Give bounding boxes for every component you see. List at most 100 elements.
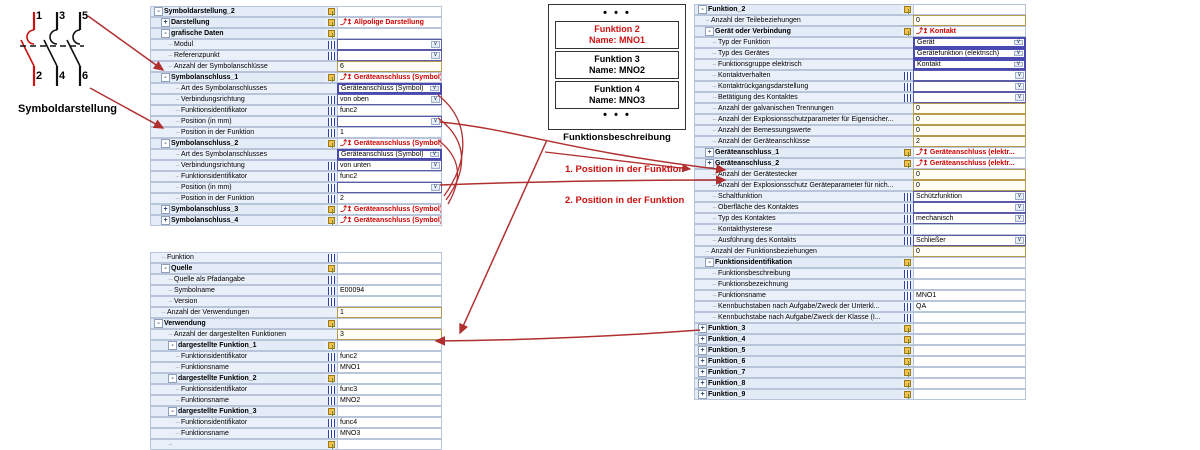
function-item-4[interactable]: Funktion 4 Name: MNO3 [555, 81, 679, 109]
multilingual-text-icon[interactable] [327, 161, 335, 170]
tree-row[interactable]: -dargestellte Funktion_2 [150, 373, 442, 384]
multilingual-text-icon[interactable] [903, 82, 911, 91]
tree-row[interactable]: – [150, 439, 442, 450]
chevron-down-icon[interactable]: ∨ [431, 184, 440, 191]
tree-row[interactable]: –Funktionsbezeichnung [694, 279, 1026, 290]
chevron-down-icon[interactable]: ∨ [1015, 204, 1024, 211]
expand-icon[interactable]: + [698, 390, 707, 399]
tree-row-value-cell[interactable]: 0 [913, 169, 1026, 180]
tree-row[interactable]: +Darstellung⤴↥Allpolige Darstellung [150, 17, 442, 28]
tree-row-value-cell[interactable]: ∨ [913, 92, 1026, 103]
multilingual-text-icon[interactable] [903, 313, 911, 322]
multilingual-text-icon[interactable] [327, 385, 335, 394]
expand-icon[interactable]: + [705, 159, 714, 168]
expand-icon[interactable]: + [698, 324, 707, 333]
tree-row[interactable]: –Referenzpunkt∨ [150, 50, 442, 61]
collapse-icon[interactable]: - [705, 27, 714, 36]
tree-row-value-cell[interactable]: func4 [337, 417, 442, 428]
multilingual-text-icon[interactable] [327, 275, 335, 284]
tree-row-value-cell[interactable]: 0 [913, 180, 1026, 191]
tree-row-value-cell[interactable] [913, 268, 1026, 279]
tree-row[interactable]: -Quelle [150, 263, 442, 274]
chevron-down-icon[interactable]: ∨ [431, 118, 440, 125]
tree-row[interactable]: +Funktion_6 [694, 356, 1026, 367]
tree-row-value-cell[interactable]: 3 [337, 329, 442, 340]
tree-row[interactable]: -Symboldarstellung_2 [150, 6, 442, 17]
tree-row-value-cell[interactable]: Geräteanschluss (Symbol)∨ [337, 149, 442, 160]
expand-icon[interactable]: + [161, 205, 170, 214]
collapse-icon[interactable]: - [168, 341, 177, 350]
tree-row-value-cell[interactable]: mechanisch∨ [913, 213, 1026, 224]
multilingual-text-icon[interactable] [327, 183, 335, 192]
collapse-icon[interactable]: - [705, 258, 714, 267]
tree-row-value-cell[interactable]: 1 [337, 127, 442, 138]
tree-row[interactable]: +Funktion_3 [694, 323, 1026, 334]
chevron-down-icon[interactable]: ∨ [431, 96, 440, 103]
collapse-icon[interactable]: - [168, 407, 177, 416]
multilingual-text-icon[interactable] [903, 203, 911, 212]
tree-row-value-cell[interactable]: 0 [913, 246, 1026, 257]
tree-row[interactable]: +Funktion_4 [694, 334, 1026, 345]
expand-icon[interactable]: + [705, 148, 714, 157]
tree-row-value-cell[interactable]: 2 [913, 136, 1026, 147]
multilingual-text-icon[interactable] [327, 253, 335, 262]
collapse-icon[interactable]: - [154, 319, 163, 328]
multilingual-text-icon[interactable] [327, 51, 335, 60]
chevron-down-icon[interactable]: ∨ [1014, 50, 1023, 56]
tree-row-value-cell[interactable]: Gerät∨ [913, 37, 1026, 48]
tree-row[interactable]: -Funktionsidentifikation [694, 257, 1026, 268]
chevron-down-icon[interactable]: ∨ [1015, 94, 1024, 101]
collapse-icon[interactable]: - [161, 264, 170, 273]
tree-row-value-cell[interactable]: 0 [913, 15, 1026, 26]
tree-row[interactable]: -Symbolanschluss_1⤴↥Geräteanschluss (Sym… [150, 72, 442, 83]
chevron-down-icon[interactable]: ∨ [431, 41, 440, 48]
multilingual-text-icon[interactable] [903, 93, 911, 102]
expand-icon[interactable]: + [698, 346, 707, 355]
tree-row[interactable]: +Geräteanschluss_1⤴↥Geräteanschluss (ele… [694, 147, 1026, 158]
tree-row[interactable]: +Geräteanschluss_2⤴↥Geräteanschluss (ele… [694, 158, 1026, 169]
multilingual-text-icon[interactable] [327, 363, 335, 372]
tree-row-value-cell[interactable]: ∨ [337, 116, 442, 127]
chevron-down-icon[interactable]: ∨ [1014, 61, 1023, 67]
expand-icon[interactable]: + [698, 368, 707, 377]
tree-row-value-cell[interactable]: MNO1 [337, 362, 442, 373]
multilingual-text-icon[interactable] [327, 396, 335, 405]
tree-row-value-cell[interactable]: MNO1 [913, 290, 1026, 301]
multilingual-text-icon[interactable] [903, 236, 911, 245]
tree-row[interactable]: -Verwendung [150, 318, 442, 329]
tree-row-value-cell[interactable]: 0 [913, 114, 1026, 125]
tree-row[interactable]: –Kontaktrückgangsdarstellung∨ [694, 81, 1026, 92]
tree-row[interactable]: –Modul∨ [150, 39, 442, 50]
collapse-icon[interactable]: - [154, 7, 163, 16]
multilingual-text-icon[interactable] [327, 95, 335, 104]
tree-row-value-cell[interactable]: Gerätefunktion (elektrisch)∨ [913, 48, 1026, 59]
tree-row[interactable]: –Kennbuchstabe nach Aufgabe/Zweck der Kl… [694, 312, 1026, 323]
tree-row[interactable]: –Position (in mm)∨ [150, 182, 442, 193]
tree-row[interactable]: –Kennbuchstaben nach Aufgabe/Zweck der U… [694, 301, 1026, 312]
tree-row[interactable]: -dargestellte Funktion_3 [150, 406, 442, 417]
tree-row[interactable]: +Symbolanschluss_4⤴↥Geräteanschluss (Sym… [150, 215, 442, 226]
tree-row-value-cell[interactable]: Geräteanschluss (Symbol)∨ [337, 83, 442, 94]
tree-row[interactable]: –Kontaktverhalten∨ [694, 70, 1026, 81]
expand-icon[interactable]: + [161, 216, 170, 225]
tree-row-value-cell[interactable]: func2 [337, 171, 442, 182]
chevron-down-icon[interactable]: ∨ [430, 151, 439, 157]
tree-row[interactable]: +Funktion_8 [694, 378, 1026, 389]
